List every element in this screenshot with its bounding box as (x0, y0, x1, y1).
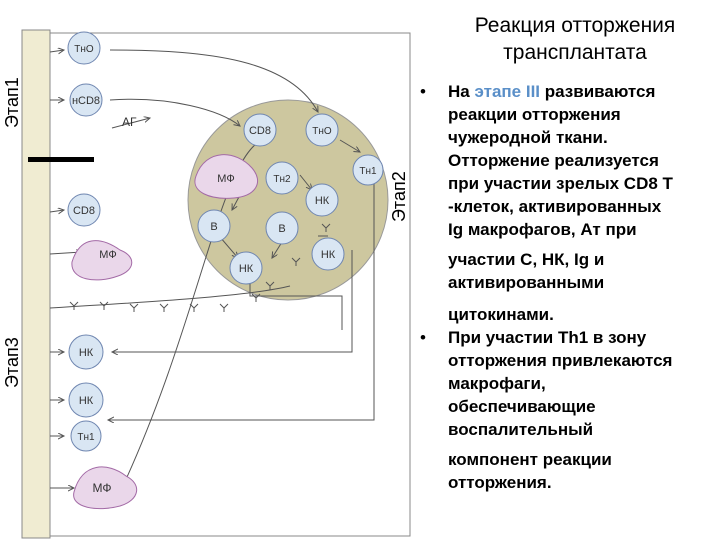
cell-nk-left-2: НК (68, 382, 104, 418)
svg-text:Тн1: Тн1 (77, 432, 95, 443)
title-line-2: трансплантата (503, 41, 647, 64)
svg-text:B: B (278, 223, 285, 235)
cell-th1-graft: Тн1 (352, 154, 384, 186)
bullet-item-1: • На этапе III развиваются реакции оттор… (420, 82, 673, 324)
macrophage-bottom: МФ (73, 466, 137, 510)
diagram-frame (49, 32, 411, 537)
svg-text:МФ: МФ (99, 249, 116, 261)
separator-bar (28, 157, 94, 162)
svg-text:Тн2: Тн2 (273, 174, 291, 185)
svg-text:ТнО: ТнО (74, 44, 94, 55)
cell-tho-top: ТнО (67, 31, 101, 65)
cell-b-1: B (197, 209, 231, 243)
svg-text:Тн1: Тн1 (359, 166, 377, 177)
left-band (21, 29, 51, 539)
cell-nk-graft-lower-right: НК (311, 237, 345, 271)
cell-th2-graft: Тн2 (265, 161, 299, 195)
cell-cd8-left: CD8 (67, 193, 101, 227)
slide-title: Реакция отторжения трансплантата (440, 12, 710, 66)
svg-text:НК: НК (79, 347, 94, 359)
bullet-icon: • (420, 328, 426, 347)
cell-b-2: B (265, 211, 299, 245)
svg-text:МФ: МФ (93, 481, 112, 495)
antibodies (69, 223, 331, 312)
svg-text:B: B (210, 221, 217, 233)
svg-text:CD8: CD8 (73, 205, 95, 217)
svg-text:НК: НК (321, 249, 336, 261)
cell-cd8-graft: CD8 (243, 113, 277, 147)
title-line-1: Реакция отторжения (474, 14, 676, 37)
svg-text:нCD8: нCD8 (72, 95, 100, 107)
svg-text:ТнО: ТнО (312, 126, 332, 137)
antigen-label: АГ (122, 115, 137, 129)
bullet-list: • На этапе III развиваются реакции оттор… (420, 80, 718, 494)
cell-th1-left: Тн1 (70, 420, 102, 452)
svg-text:МФ: МФ (217, 173, 234, 185)
stage2-label: Этап2 (389, 171, 409, 222)
cell-tho-graft: ТнО (305, 113, 339, 147)
cell-ncd8: нCD8 (69, 83, 103, 117)
macrophage-graft: МФ (194, 154, 258, 199)
macrophage-left: МФ (71, 240, 133, 281)
cell-nk-graft-right: НК (305, 183, 339, 217)
svg-text:НК: НК (239, 263, 254, 275)
svg-text:CD8: CD8 (249, 125, 271, 137)
bullet-item-2: • При участии Th1 в зону отторжения прив… (420, 328, 673, 492)
stage1-label: Этап1 (2, 77, 22, 128)
stage-highlight: этапе III (474, 82, 541, 101)
svg-text:НК: НК (315, 195, 330, 207)
cell-nk-left-1: НК (68, 334, 104, 370)
graft-tissue (187, 99, 389, 301)
bullet-icon: • (420, 82, 426, 101)
svg-text:НК: НК (79, 395, 94, 407)
cell-nk-graft-bottom: НК (229, 251, 263, 285)
stage3-label: Этап3 (2, 337, 22, 388)
